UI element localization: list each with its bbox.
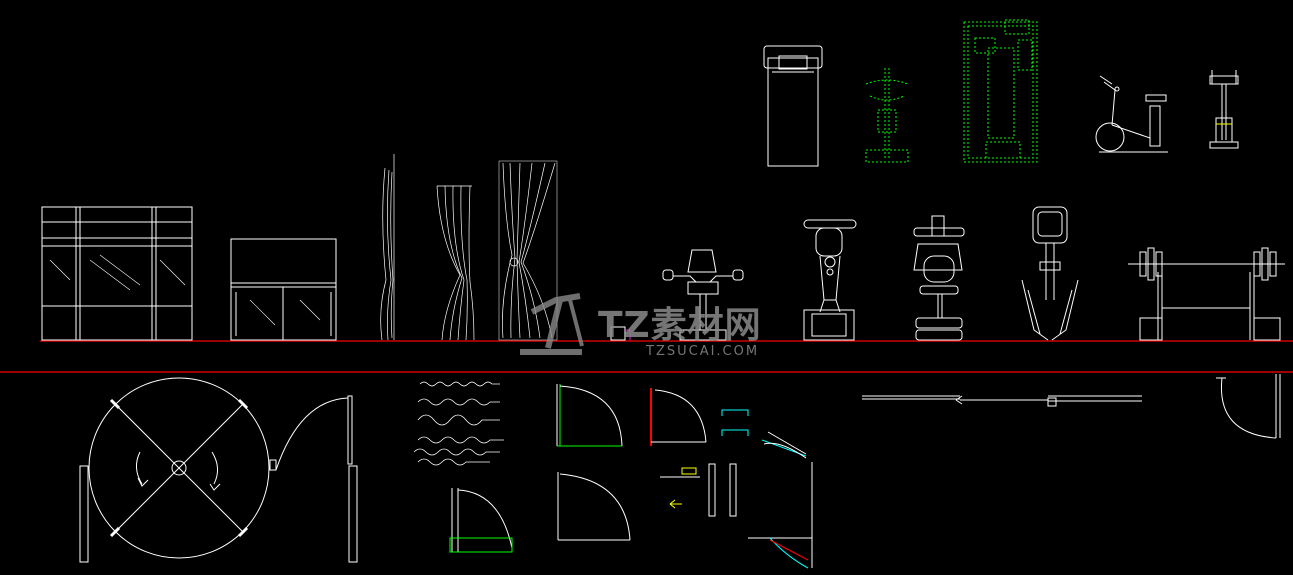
display-cabinet-elevation bbox=[41, 206, 193, 341]
stepper-elevation bbox=[1021, 206, 1079, 341]
door-plan-green bbox=[556, 384, 623, 447]
leg-machine-elevation bbox=[803, 219, 857, 341]
sliding-door-plan bbox=[862, 395, 1142, 407]
edge-door-plan bbox=[1216, 374, 1281, 439]
hatch-legend-symbols bbox=[413, 381, 504, 466]
upright-machine-elevation bbox=[1209, 70, 1239, 149]
tz-logo-icon bbox=[520, 293, 584, 355]
curtain-elevation-right bbox=[498, 160, 558, 341]
small-symbols-yellow bbox=[669, 467, 697, 509]
watermark-url: TZSUCAI.COM bbox=[646, 344, 760, 359]
door-plan-small bbox=[449, 488, 513, 553]
handle-symbols-cyan bbox=[721, 409, 749, 436]
weight-rack-plan-green bbox=[865, 68, 909, 163]
multi-gym-plan-green bbox=[963, 19, 1038, 163]
exercise-bike-elevation bbox=[1095, 75, 1168, 153]
stool-elevation bbox=[610, 326, 631, 341]
shoulder-press-elevation bbox=[913, 215, 965, 341]
folding-door-plan bbox=[748, 431, 813, 569]
barbell-rack-elevation bbox=[1128, 247, 1285, 341]
treadmill-plan bbox=[763, 45, 823, 167]
curtain-elevation-left bbox=[436, 185, 475, 341]
counter-elevation bbox=[230, 238, 337, 341]
chest-press-elevation bbox=[662, 249, 744, 341]
curtain-elevation-narrow bbox=[380, 154, 395, 341]
door-plan-lower bbox=[557, 472, 631, 541]
door-plan-red bbox=[650, 388, 707, 446]
small-symbols-white bbox=[660, 463, 737, 517]
revolving-door-plan bbox=[79, 377, 358, 563]
watermark-brand: TZ素材网 bbox=[598, 305, 762, 346]
